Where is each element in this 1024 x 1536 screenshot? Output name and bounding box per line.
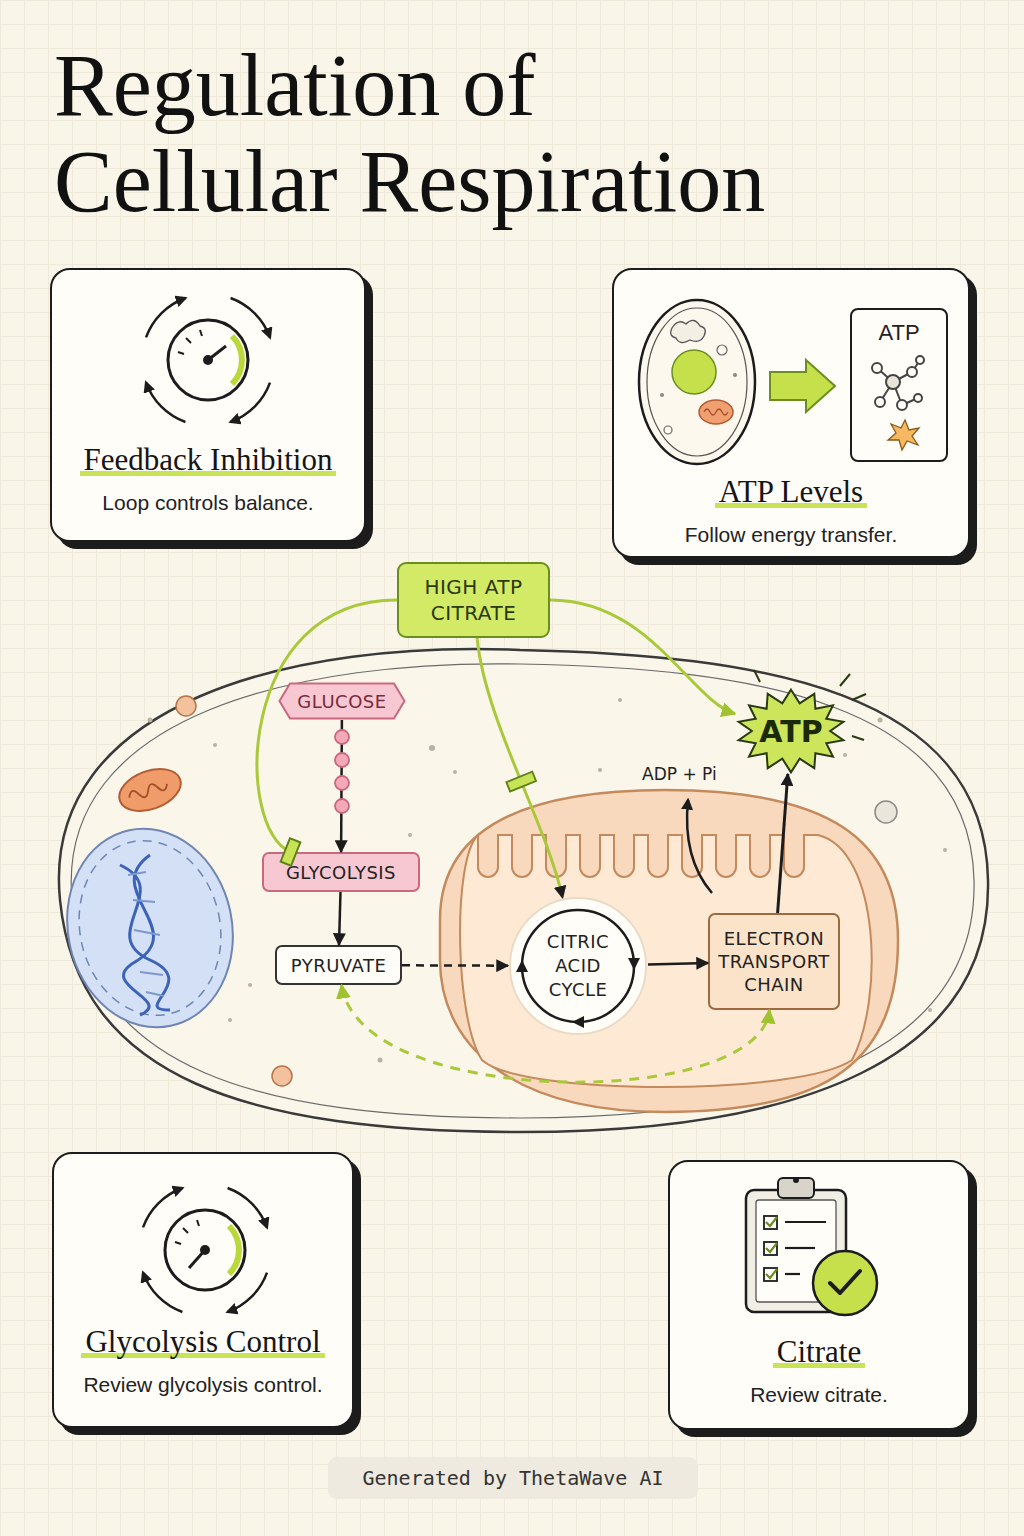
node-text-holder: CITRIC ACID CYCLE (508, 896, 648, 1036)
node-label: ATP (878, 320, 919, 346)
gauge-icon (146, 298, 270, 422)
card-text: Feedback InhibitionLoop controls balance… (52, 442, 364, 516)
card-text: ATP LevelsFollow energy transfer. (614, 474, 968, 548)
process-box: PYRUVATE (275, 945, 402, 985)
info-card: CitrateReview citrate. (668, 1160, 970, 1430)
process-box: GLYCOLYSIS (262, 852, 420, 892)
connector (477, 638, 562, 898)
process-box: HIGH ATP CITRATE (397, 562, 550, 638)
connector (402, 964, 508, 967)
adp-arrow (687, 800, 712, 893)
hexagon-node: GLUCOSE (278, 682, 406, 720)
node-label: PYRUVATE (291, 954, 387, 977)
node-label: ATP (759, 714, 822, 749)
card-heading: Feedback Inhibition (80, 442, 337, 478)
starburst-node: ATP (735, 688, 847, 774)
atp-panel: ATP (850, 308, 948, 462)
transfer-arrow (770, 360, 835, 412)
node-text-holder: ATP (852, 310, 946, 460)
connector (340, 720, 343, 852)
node-text-holder: ATP (735, 688, 847, 774)
clipboard-icon (746, 1177, 877, 1315)
cell-icon (639, 300, 755, 464)
card-heading: Citrate (773, 1334, 865, 1370)
card-heading: ATP Levels (715, 474, 867, 510)
node-label: HIGH ATP CITRATE (409, 574, 538, 626)
card-body: Loop controls balance. (102, 490, 313, 516)
info-card: ATP LevelsFollow energy transfer. ATP (612, 268, 970, 558)
node-label: GLYCOLYSIS (286, 861, 396, 884)
cycle-circle: CITRIC ACID CYCLE (508, 896, 648, 1036)
gauge-icon (143, 1188, 267, 1312)
small-mitochondrion (113, 761, 186, 819)
cycle-arrowheads (516, 958, 640, 1028)
connector (648, 963, 708, 964)
node-label: GLUCOSE (297, 691, 386, 712)
info-card: Glycolysis ControlReview glycolysis cont… (52, 1152, 354, 1428)
card-body: Review citrate. (750, 1382, 888, 1408)
node-label: CITRIC ACID CYCLE (532, 930, 624, 1002)
connector (342, 985, 770, 1082)
molecule-label: ADP + Pi (642, 764, 717, 784)
info-card: Feedback InhibitionLoop controls balance… (50, 268, 366, 542)
process-box: ELECTRON TRANSPORT CHAIN (708, 913, 840, 1010)
card-text: CitrateReview citrate. (670, 1334, 968, 1408)
molecule-icon (872, 356, 924, 450)
sparkle-lines (754, 670, 866, 740)
connector (778, 774, 788, 913)
card-body: Follow energy transfer. (685, 522, 897, 548)
card-body: Review glycolysis control. (83, 1372, 322, 1398)
glucose-beads (335, 730, 349, 813)
node-text-holder: GLUCOSE (278, 682, 406, 720)
connector (339, 892, 341, 945)
connector (257, 600, 397, 852)
connector (550, 600, 735, 714)
nucleus (49, 813, 251, 1043)
card-text: Glycolysis ControlReview glycolysis cont… (54, 1324, 352, 1398)
card-heading: Glycolysis Control (81, 1324, 324, 1360)
watermark: Generated by ThetaWave AI (328, 1457, 698, 1499)
inhibition-bar (506, 772, 536, 792)
node-label: ELECTRON TRANSPORT CHAIN (715, 927, 833, 996)
mitochondrion (440, 790, 898, 1112)
title: Regulation of Cellular Respiration (54, 38, 804, 230)
